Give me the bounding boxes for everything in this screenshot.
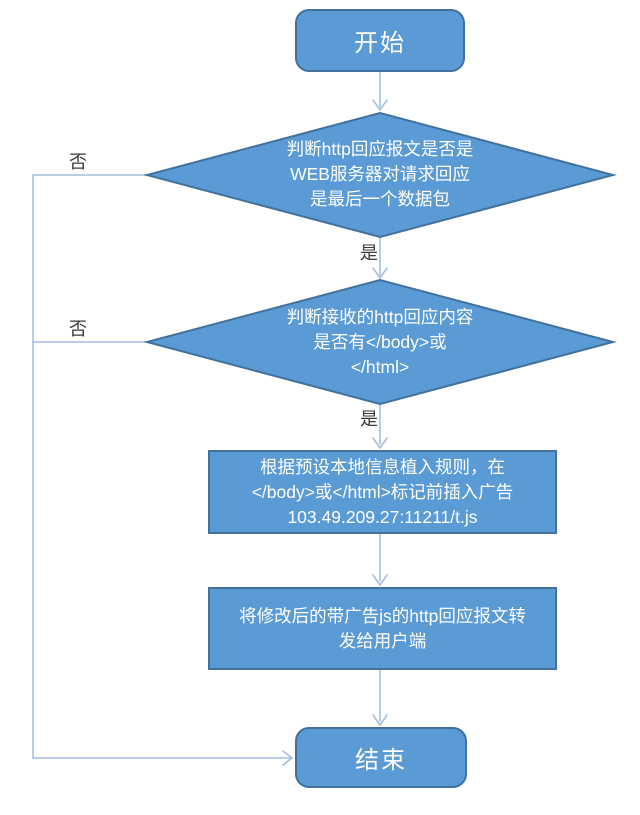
- arrowhead-into-process2: [372, 574, 388, 587]
- decision1-diamond-shape: [143, 111, 617, 239]
- edge-label-decision1-no: 否: [69, 152, 87, 172]
- arrowhead-into-end-top: [372, 714, 388, 727]
- end-node: 结束: [295, 727, 467, 788]
- arrowhead-into-end-left: [282, 750, 294, 766]
- arrowhead-into-decision2: [372, 267, 388, 280]
- arrowhead-into-decision1: [372, 99, 388, 112]
- arrowhead-into-process1: [372, 437, 388, 450]
- start-label: 开始: [354, 30, 406, 57]
- process-insert-ad-node: 根据预设本地信息植入规则，在 </body>或</html>标记前插入广告 10…: [208, 450, 557, 534]
- edge-label-decision1-yes: 是: [360, 243, 378, 263]
- connector-decision1-no-bypass: [32, 174, 291, 759]
- edge-label-decision2-yes: 是: [360, 409, 378, 429]
- decision2-diamond-shape: [143, 278, 617, 406]
- start-node: 开始: [295, 9, 465, 72]
- edge-label-decision2-no: 否: [69, 319, 87, 339]
- process-insert-ad-label: 根据预设本地信息植入规则，在 </body>或</html>标记前插入广告 10…: [251, 456, 514, 527]
- process-forward-response-node: 将修改后的带广告js的http回应报文转 发给用户端: [208, 587, 557, 670]
- process-forward-response-label: 将修改后的带广告js的http回应报文转 发给用户端: [239, 605, 526, 651]
- end-label: 结束: [355, 747, 407, 774]
